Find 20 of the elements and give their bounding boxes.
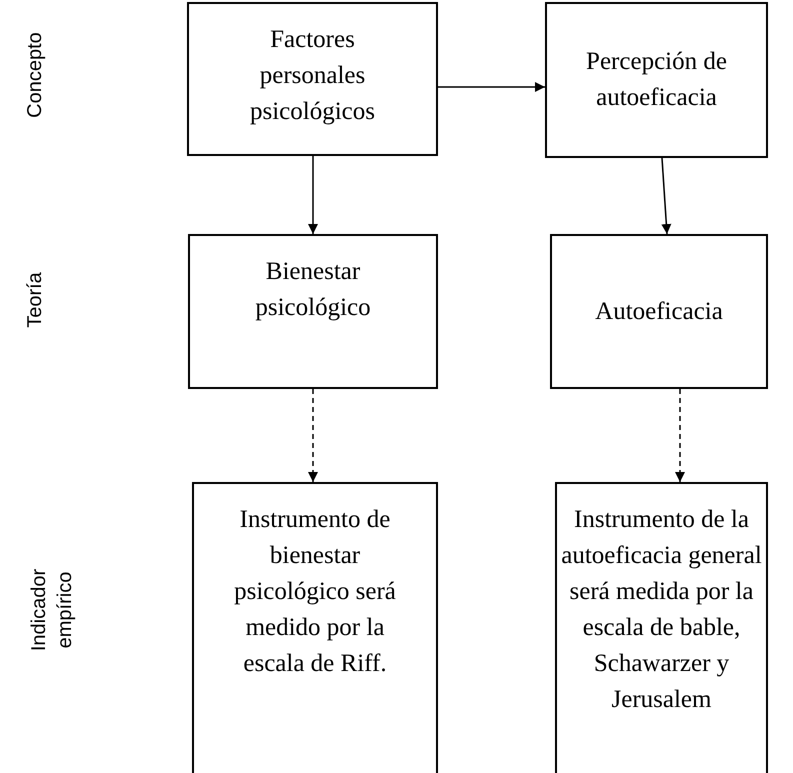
process-box xyxy=(192,482,438,773)
arrow xyxy=(308,389,318,482)
row-label: Indicador empírico xyxy=(27,568,77,654)
box-text: Bienestar psicológico xyxy=(254,257,372,323)
arrow xyxy=(661,158,672,234)
box-text: Instrumento de la autoeficacia general será medida por la escala de bable, Schawarzer y Jerusalem xyxy=(560,505,763,715)
arrow xyxy=(675,389,685,482)
process-box xyxy=(545,2,768,158)
process-box xyxy=(550,234,768,389)
row-label: Concepto xyxy=(23,31,47,120)
box-text: Factores personales psicológicos xyxy=(249,25,376,127)
row-label: Teoría xyxy=(23,271,47,330)
process-box xyxy=(188,234,438,389)
box-text: Instrumento de bienestar psicológico será medido por la escala de Riff. xyxy=(233,505,397,679)
box-text: Autoeficacia xyxy=(595,296,723,326)
process-box xyxy=(187,2,438,156)
arrow xyxy=(308,156,318,234)
process-box xyxy=(555,482,768,773)
arrow xyxy=(438,82,545,92)
box-text: Percepción de autoeficacia xyxy=(585,47,728,113)
